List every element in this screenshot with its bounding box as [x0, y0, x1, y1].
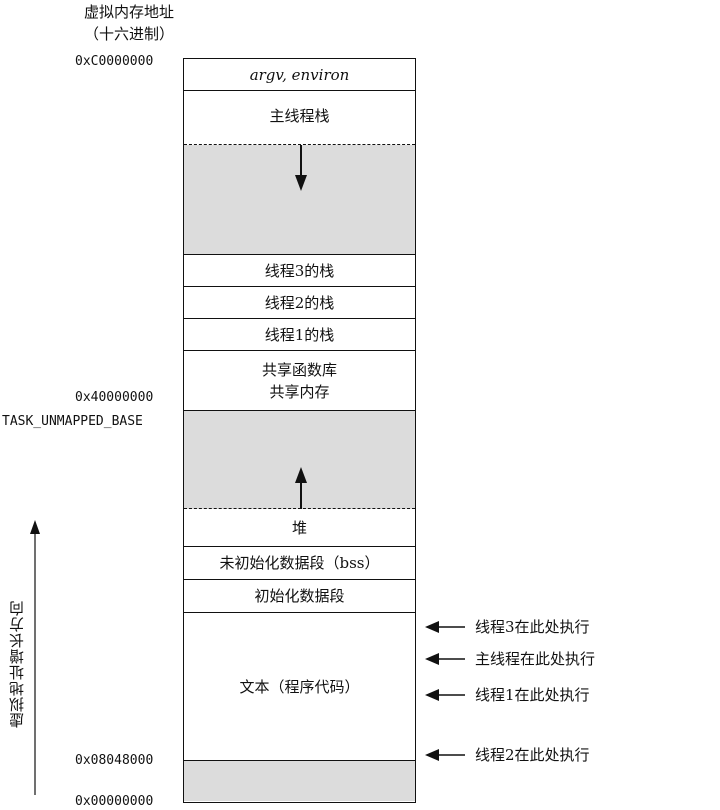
arrow-left-icon — [425, 688, 465, 701]
thread1-pointer: 线程1在此处执行 — [425, 684, 590, 705]
segment-main-stack: 主线程栈 — [184, 91, 415, 145]
segment-unmapped-low — [184, 761, 415, 801]
address-task-unmapped-base: TASK_UNMAPPED_BASE — [2, 414, 143, 429]
header-subtitle: （十六进制） — [83, 25, 174, 43]
address-mid: 0x40000000 — [75, 390, 154, 405]
thread2-pointer: 线程2在此处执行 — [425, 744, 590, 765]
segment-thread3-stack: 线程3的栈 — [184, 255, 415, 287]
arrow-down-icon — [295, 145, 307, 191]
main-thread-pointer: 主线程在此处执行 — [425, 648, 595, 669]
segment-thread2-stack-label: 线程2的栈 — [264, 293, 335, 312]
segment-bss-label: 未初始化数据段（bss） — [219, 554, 380, 572]
segment-shared-mem-label: 共享内存 — [269, 382, 330, 401]
thread3-pointer-label: 线程3在此处执行 — [475, 618, 590, 636]
segment-heap-label: 堆 — [291, 518, 307, 537]
segment-heap-growth-gap — [184, 411, 415, 509]
segment-data: 初始化数据段 — [184, 580, 415, 613]
segment-main-stack-label: 主线程栈 — [269, 107, 330, 125]
segment-text: 文本（程序代码） — [184, 613, 415, 761]
segment-shared-lib-label: 共享函数库 — [261, 360, 337, 379]
segment-stack-growth-gap — [184, 145, 415, 255]
segment-thread3-stack-label: 线程3的栈 — [264, 261, 335, 280]
segment-argv-environ: argv, environ — [184, 59, 415, 91]
memory-layout: argv, environ 主线程栈 线程3的栈 线程2的栈 线程1的栈 共享函… — [183, 58, 416, 803]
main-thread-pointer-label: 主线程在此处执行 — [475, 650, 596, 668]
segment-thread1-stack: 线程1的栈 — [184, 319, 415, 351]
thread1-pointer-label: 线程1在此处执行 — [475, 686, 590, 704]
segment-bss: 未初始化数据段（bss） — [184, 547, 415, 580]
address-zero: 0x00000000 — [75, 794, 154, 809]
address-text-start: 0x08048000 — [75, 753, 154, 768]
segment-data-label: 初始化数据段 — [254, 587, 345, 605]
segment-text-label: 文本（程序代码） — [239, 677, 360, 696]
growth-direction-arrow-icon — [30, 520, 40, 795]
segment-thread1-stack-label: 线程1的栈 — [264, 325, 335, 344]
growth-direction-label: 虚拟地址增长方向 — [8, 600, 26, 728]
arrow-left-icon — [425, 620, 465, 633]
arrow-left-icon — [425, 748, 465, 761]
arrow-left-icon — [425, 652, 465, 665]
segment-heap: 堆 — [184, 509, 415, 547]
header-title: 虚拟内存地址 — [83, 3, 174, 21]
thread2-pointer-label: 线程2在此处执行 — [475, 746, 590, 764]
address-top: 0xC0000000 — [75, 54, 154, 69]
segment-shared-lib-mem: 共享函数库 共享内存 — [184, 351, 415, 411]
segment-argv-label: argv, environ — [249, 65, 350, 84]
arrow-up-icon — [295, 467, 307, 509]
segment-thread2-stack: 线程2的栈 — [184, 287, 415, 319]
thread3-pointer: 线程3在此处执行 — [425, 616, 590, 637]
